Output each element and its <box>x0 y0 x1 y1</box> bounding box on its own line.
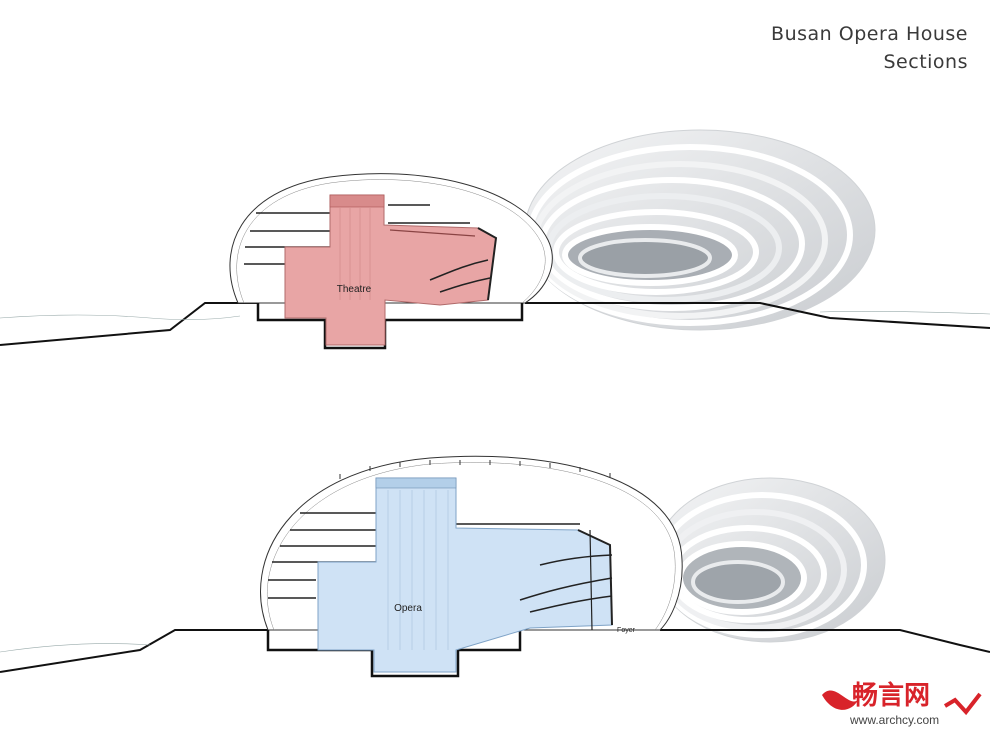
theatre-label: Theatre <box>337 284 372 295</box>
top-basement <box>256 303 524 350</box>
bottom-basement <box>266 630 522 678</box>
bottom-shell-ticks <box>339 460 611 479</box>
bottom-ground-line <box>0 629 990 673</box>
top-ground-line <box>0 302 990 346</box>
bottom-opera-volume <box>317 477 613 673</box>
watermark: 畅言网 www.archcy.com <box>822 681 982 727</box>
page-subtitle: Sections <box>883 51 968 73</box>
watermark-check-icon <box>943 692 982 716</box>
watermark-brand: 畅言网 <box>852 681 930 711</box>
top-water-line <box>0 314 241 320</box>
bottom-shell-rings <box>654 477 886 643</box>
watermark-swoosh-icon <box>822 690 858 710</box>
opera-label: Opera <box>394 603 422 614</box>
foyer-label: Foyer <box>617 627 636 634</box>
watermark-url: www.archcy.com <box>849 713 939 727</box>
top-theatre-volume <box>284 194 497 346</box>
top-shell-rings <box>524 129 876 331</box>
title-block: Busan Opera House Sections <box>771 20 968 76</box>
page-title: Busan Opera House <box>771 23 968 45</box>
bottom-section: Opera Foyer <box>0 455 990 678</box>
top-section: Theatre <box>0 129 990 350</box>
